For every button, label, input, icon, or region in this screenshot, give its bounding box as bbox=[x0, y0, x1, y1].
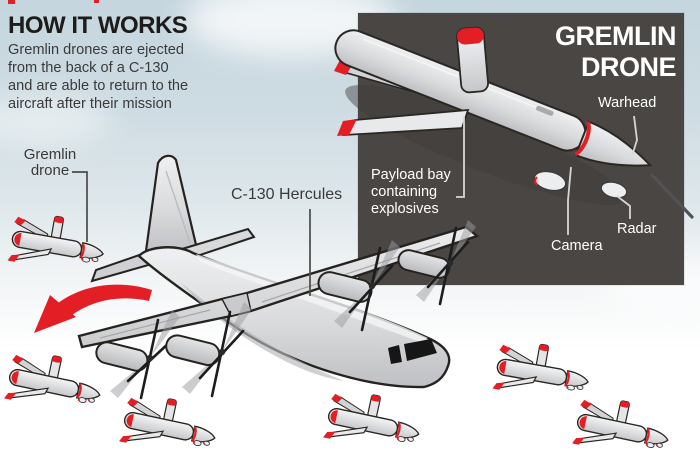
c130-vertical-stabilizer bbox=[144, 154, 199, 257]
c130-engine bbox=[95, 310, 180, 400]
page-title: HOW IT WORKS bbox=[8, 12, 188, 39]
gremlin-drone-small bbox=[491, 336, 595, 406]
c130-callout: C-130 Hercules bbox=[231, 186, 343, 203]
gremlin-drone-small bbox=[570, 391, 675, 464]
c130-right-stabilizer bbox=[180, 227, 256, 261]
c130-engine bbox=[165, 302, 252, 398]
gremlin-drone-small bbox=[321, 385, 426, 458]
ejection-arrow-icon bbox=[34, 284, 152, 333]
camera-label: Camera bbox=[551, 238, 603, 254]
gremlin-drone-leader-line bbox=[72, 171, 88, 242]
payload-label: Payload bay containing explosives bbox=[371, 167, 451, 217]
intro-description: Gremlin drones are ejected from the back… bbox=[8, 42, 189, 112]
gremlin-drone-small bbox=[2, 346, 107, 419]
c130-left-stabilizer bbox=[90, 250, 154, 283]
c130-cockpit-windows bbox=[388, 345, 402, 364]
red-crop-mark bbox=[94, 0, 99, 3]
inset-title: GREMLIN DRONE bbox=[555, 21, 677, 82]
radar-label: Radar bbox=[617, 221, 657, 237]
cloud-shape bbox=[0, 95, 110, 145]
gremlin-drone-small bbox=[6, 208, 110, 278]
warhead-label: Warhead bbox=[598, 95, 657, 111]
gremlin-drone-callout: Gremlin drone bbox=[23, 146, 77, 179]
red-crop-mark bbox=[8, 0, 15, 4]
gremlin-drone-small bbox=[117, 389, 222, 462]
